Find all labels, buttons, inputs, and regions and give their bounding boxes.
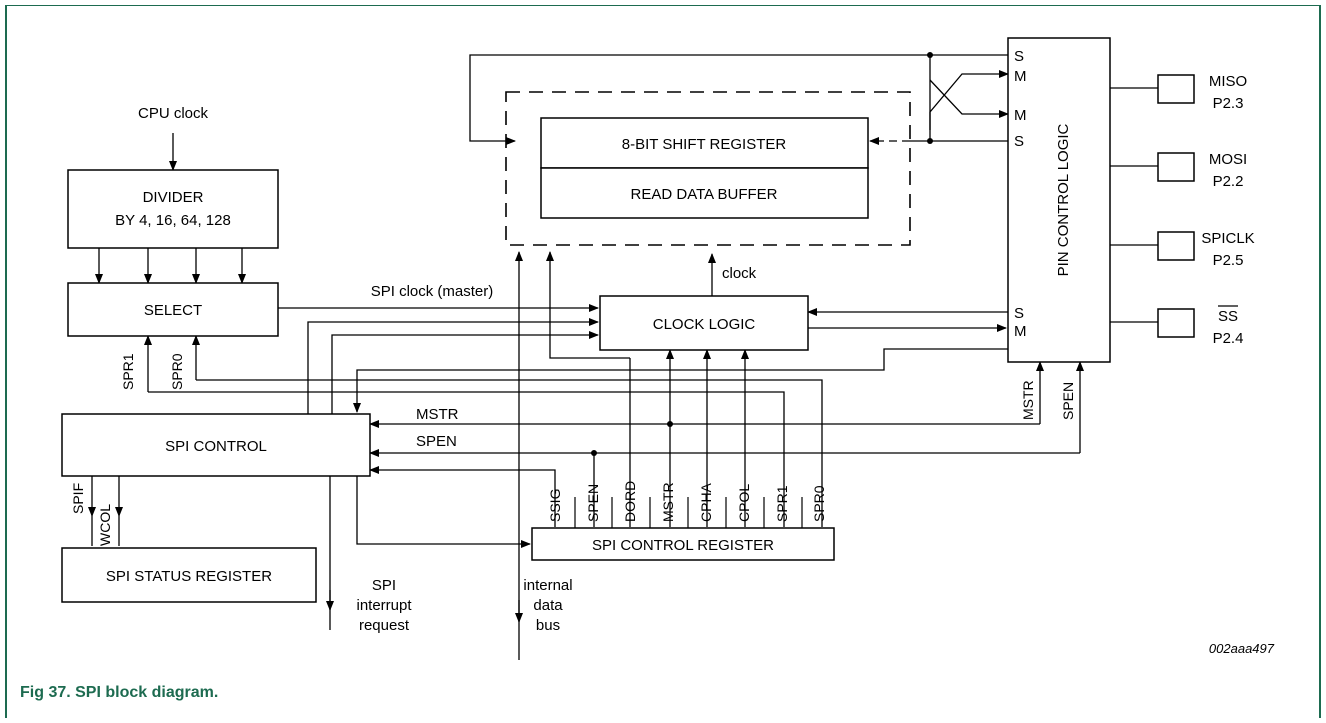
pin-m2-label: M	[1014, 107, 1027, 124]
shift-register-box	[540, 117, 869, 169]
spr1-side-label: SPR1	[120, 353, 136, 390]
clock-logic-label: CLOCK LOGIC	[653, 316, 756, 333]
read-data-buffer-box	[540, 167, 869, 219]
pin-control-logic-box	[1007, 37, 1111, 363]
register-bits: SSIG SPEN DORD MSTR CPHA CPOL SPR1 SPR0	[547, 481, 827, 522]
reference-code: 002aaa497	[1209, 641, 1275, 656]
spen-bus-label: SPEN	[416, 433, 457, 450]
internal-bus-label-1: internal	[523, 577, 572, 594]
miso-pin-label: P2.3	[1213, 95, 1244, 112]
pin-s2-label: S	[1014, 133, 1024, 150]
register-bit-cpha: CPHA	[698, 482, 714, 522]
spi-interrupt-label-1: SPI	[372, 577, 396, 594]
internal-bus-label-3: bus	[536, 617, 560, 634]
spif-label: SPIF	[70, 483, 86, 514]
spi-control-label: SPI CONTROL	[165, 438, 267, 455]
pin-spen-label: SPEN	[1060, 382, 1076, 420]
spi-interrupt-label-2: interrupt	[356, 597, 412, 614]
divider-label: DIVIDER	[143, 189, 204, 206]
ss-pin-box	[1157, 308, 1195, 338]
ss-label: SS	[1218, 308, 1238, 325]
clock-label: clock	[722, 265, 757, 282]
pin-m3-label: M	[1014, 323, 1027, 340]
spi-clock-master-label: SPI clock (master)	[371, 283, 494, 300]
cpu-clock-label: CPU clock	[138, 105, 209, 122]
register-bit-spr1: SPR1	[774, 485, 790, 522]
spi-status-register-label: SPI STATUS REGISTER	[106, 568, 272, 585]
miso-pin-box	[1157, 74, 1195, 104]
pin-s3-label: S	[1014, 305, 1024, 322]
figure-frame	[5, 5, 1321, 718]
spiclk-pin-box	[1157, 231, 1195, 261]
pin-m1-label: M	[1014, 68, 1027, 85]
spi-control-register-label: SPI CONTROL REGISTER	[592, 537, 774, 554]
register-bit-spr0: SPR0	[811, 485, 827, 522]
data-path-group	[505, 91, 911, 246]
spiclk-pin-label: P2.5	[1213, 252, 1244, 269]
register-bit-dord: DORD	[622, 481, 638, 522]
mosi-label: MOSI	[1209, 151, 1247, 168]
internal-bus-label-2: data	[533, 597, 563, 614]
spr0-side-label: SPR0	[169, 353, 185, 390]
mosi-pin-label: P2.2	[1213, 173, 1244, 190]
register-bit-cpol: CPOL	[736, 484, 752, 522]
divider-ratios: BY 4, 16, 64, 128	[115, 212, 231, 229]
register-bit-mstr: MSTR	[660, 482, 676, 522]
register-bit-ssig: SSIG	[547, 489, 563, 522]
spiclk-label: SPICLK	[1201, 230, 1254, 247]
pin-s1-label: S	[1014, 48, 1024, 65]
spi-interrupt-label-3: request	[359, 617, 410, 634]
pin-mstr-label: MSTR	[1020, 380, 1036, 420]
pin-control-logic-label: PIN CONTROL LOGIC	[1055, 123, 1072, 276]
divider-box	[67, 169, 279, 249]
select-box	[67, 282, 279, 337]
register-bit-spen: SPEN	[585, 484, 601, 522]
clock-logic-box	[599, 295, 809, 351]
select-label: SELECT	[144, 302, 202, 319]
wcol-label: WCOL	[97, 504, 113, 546]
mosi-pin-box	[1157, 152, 1195, 182]
shift-register-label: 8-BIT SHIFT REGISTER	[622, 136, 787, 153]
spi-control-register-box	[531, 527, 835, 561]
spi-status-register-box	[61, 547, 317, 603]
spi-control-box	[61, 413, 371, 477]
miso-label: MISO	[1209, 73, 1247, 90]
ss-pin-label: P2.4	[1213, 330, 1244, 347]
read-data-buffer-label: READ DATA BUFFER	[631, 186, 778, 203]
mstr-bus-label: MSTR	[416, 406, 459, 423]
figure-caption: Fig 37. SPI block diagram.	[20, 684, 219, 701]
